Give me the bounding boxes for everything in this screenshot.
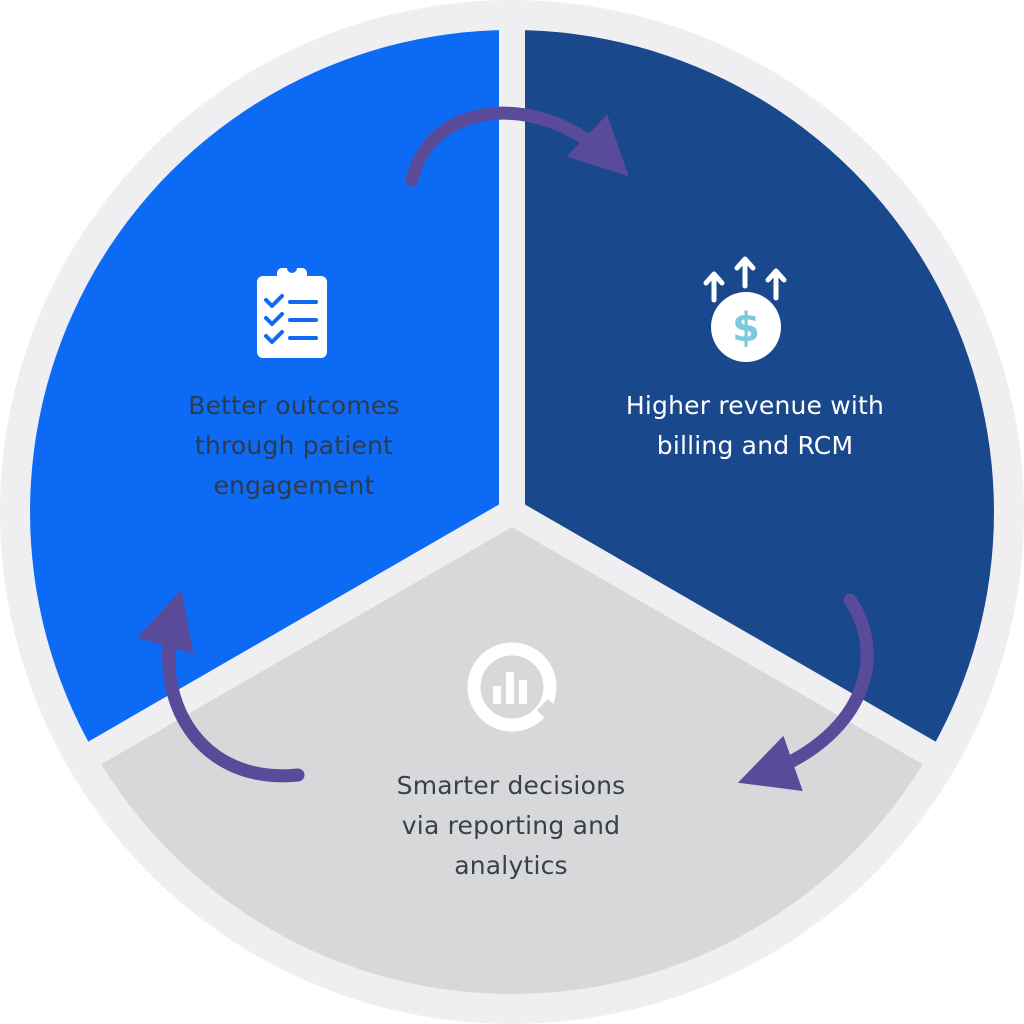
cycle-arrow-top [405,106,629,187]
segment-right-label-line: Higher revenue with [625,391,885,420]
segment-left-label-line: through patient [194,431,394,460]
segment-bottom-label: Smarter decisions via reporting and anal… [351,766,671,886]
clipboard-checklist-icon [257,263,327,358]
analytics-chart-icon [467,642,566,732]
segment-right-label: Higher revenue with billing and RCM [595,386,915,466]
segment-dividers [79,20,945,770]
segment-left-label-line: engagement [213,471,375,500]
segment-bottom-label-line: via reporting and [401,811,621,840]
cycle-arrow-left [137,589,305,783]
segment-bottom-label-line: Smarter decisions [396,771,626,800]
segment-bottom [94,512,930,994]
cycle-arrow-right [737,593,874,791]
revenue-growth-dollar-icon: $ [703,256,787,362]
segment-right-label-line: billing and RCM [656,431,854,460]
segment-bottom-label-line: analytics [454,851,568,880]
segment-left-label: Better outcomes through patient engageme… [134,386,454,506]
svg-text:$: $ [732,305,760,351]
segment-left-label-line: Better outcomes [188,391,400,420]
